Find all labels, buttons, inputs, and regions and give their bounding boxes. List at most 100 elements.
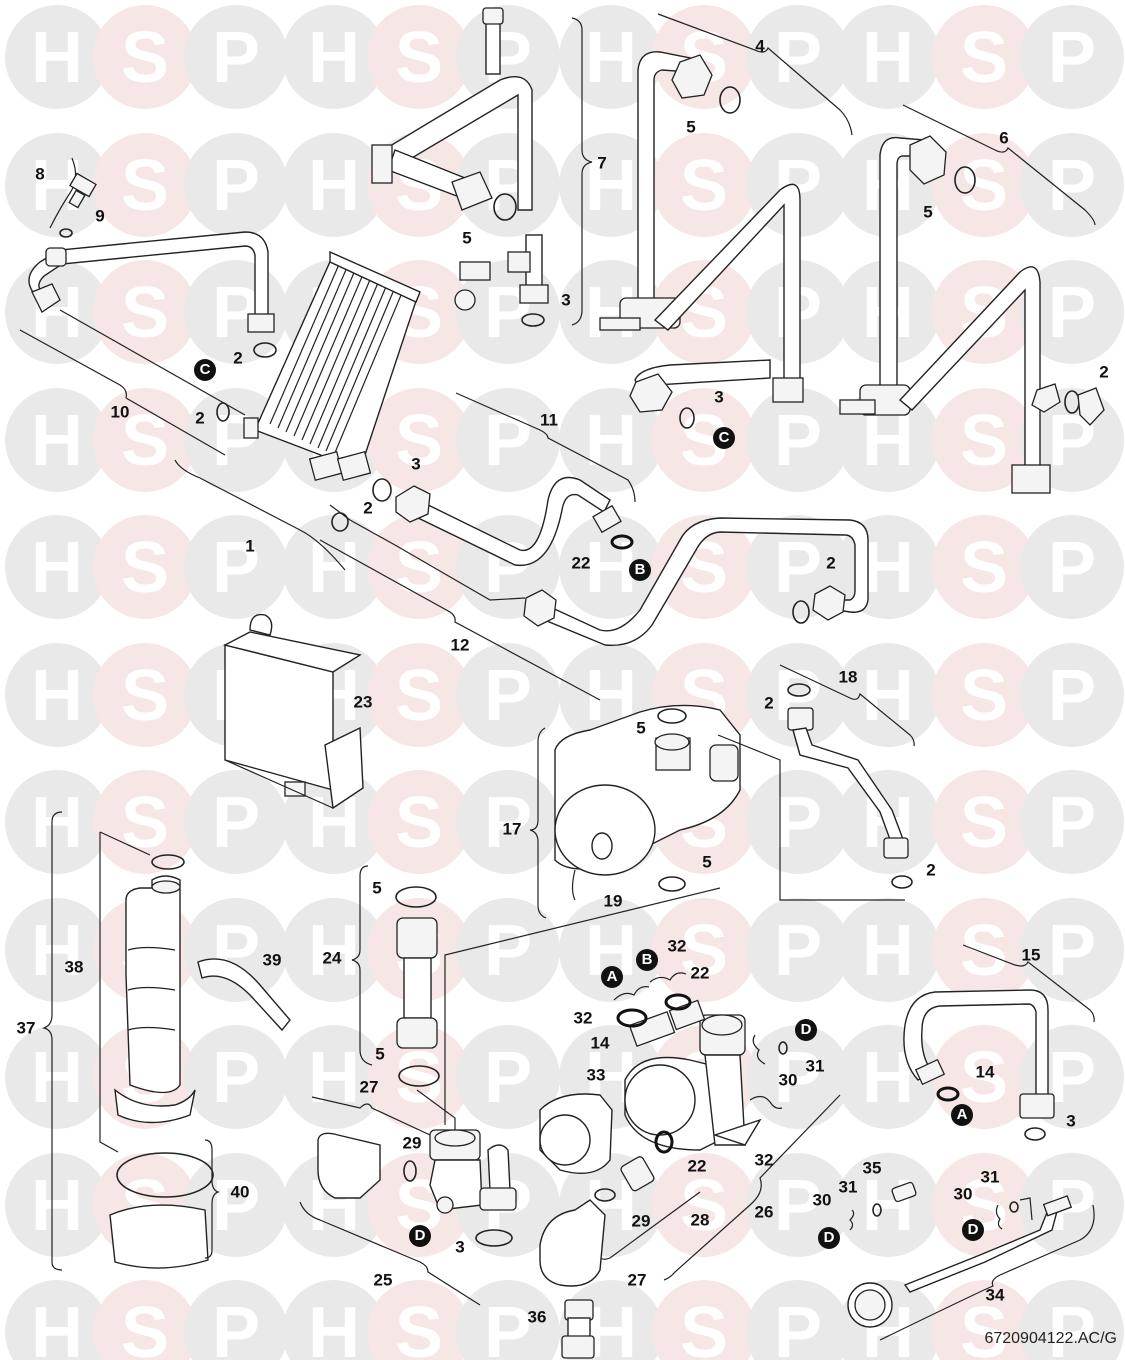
- callout-label: 28: [690, 1210, 710, 1230]
- svg-text:P: P: [212, 1166, 260, 1246]
- callout-label: 3: [714, 387, 724, 407]
- callout-label: 34: [985, 1285, 1005, 1305]
- svg-text:H: H: [585, 401, 637, 481]
- callout-label: 29: [402, 1133, 422, 1153]
- watermark-badge-p: P: [1020, 515, 1124, 619]
- watermark-badge-h: H: [5, 1280, 109, 1360]
- svg-text:H: H: [31, 911, 83, 991]
- callout-label: 24: [322, 948, 342, 968]
- svg-text:S: S: [960, 1038, 1008, 1118]
- callout-label: 10: [110, 402, 130, 422]
- callout-label: 2: [926, 860, 936, 880]
- watermark-badge-h: H: [282, 5, 386, 109]
- svg-text:H: H: [308, 1293, 360, 1360]
- watermark-badge-h: H: [5, 515, 109, 619]
- svg-text:P: P: [212, 528, 260, 608]
- watermark-badge-h: H: [5, 1025, 109, 1129]
- watermark-badge-h: H: [5, 1153, 109, 1257]
- callout-label: 2: [195, 408, 205, 428]
- watermark-badge-h: H: [836, 1153, 940, 1257]
- watermark-badge-p: P: [184, 515, 288, 619]
- callout-label: 17: [502, 819, 522, 839]
- svg-text:H: H: [31, 528, 83, 608]
- watermark-badge-s: S: [367, 643, 471, 747]
- callout-label: 7: [597, 153, 607, 173]
- watermark-badge-h: H: [5, 898, 109, 1002]
- watermark-badge-s: S: [652, 260, 756, 364]
- svg-text:P: P: [774, 1038, 822, 1118]
- watermark-badge-p: P: [1020, 643, 1124, 747]
- svg-text:H: H: [308, 18, 360, 98]
- svg-text:S: S: [680, 911, 728, 991]
- watermark-badge-p: P: [746, 898, 850, 1002]
- callout-label: 36: [527, 1307, 547, 1327]
- callout-label: 5: [686, 117, 696, 137]
- watermark-badge-h: H: [5, 770, 109, 874]
- callout-label: 9: [95, 206, 105, 226]
- callout-label: 8: [35, 164, 45, 184]
- svg-text:P: P: [1048, 656, 1096, 736]
- watermark-badge-p: P: [456, 1280, 560, 1360]
- svg-text:P: P: [774, 528, 822, 608]
- callout-label: 3: [455, 1237, 465, 1257]
- svg-text:H: H: [862, 911, 914, 991]
- svg-text:P: P: [484, 401, 532, 481]
- callout-label: 3: [411, 454, 421, 474]
- svg-text:P: P: [212, 146, 260, 226]
- pipe-part-12: [319, 504, 869, 701]
- svg-text:H: H: [308, 146, 360, 226]
- drawing-reference-code: 6720904122.AC/G: [984, 1330, 1117, 1347]
- watermark-badge-s: S: [652, 515, 756, 619]
- watermark-badge-s: S: [93, 5, 197, 109]
- svg-text:S: S: [960, 401, 1008, 481]
- watermark-badge-h: H: [282, 1280, 386, 1360]
- svg-text:H: H: [31, 273, 83, 353]
- svg-text:P: P: [774, 911, 822, 991]
- watermark-badge-p: P: [456, 898, 560, 1002]
- callout-label: 33: [586, 1065, 606, 1085]
- callout-label: 22: [687, 1156, 707, 1176]
- callout-label: 31: [805, 1056, 825, 1076]
- svg-text:P: P: [774, 1293, 822, 1360]
- svg-text:S: S: [395, 18, 443, 98]
- svg-text:S: S: [121, 528, 169, 608]
- svg-text:P: P: [484, 911, 532, 991]
- pipe-part-7: [371, 7, 593, 327]
- connection-marker-c: C: [713, 427, 735, 449]
- callout-label: 14: [975, 1062, 995, 1082]
- callout-label: 30: [778, 1070, 798, 1090]
- callout-label: 18: [838, 667, 858, 687]
- watermark-badge-h: H: [282, 133, 386, 237]
- watermark-badge-p: P: [456, 1025, 560, 1129]
- callout-label: 2: [1099, 362, 1109, 382]
- watermark-badge-h: H: [836, 5, 940, 109]
- temperature-sensor-part-8: [49, 157, 97, 238]
- pipe-part-6: [839, 104, 1105, 494]
- watermark-badge-p: P: [746, 1280, 850, 1360]
- svg-text:S: S: [960, 528, 1008, 608]
- watermark-badge-p: P: [184, 1153, 288, 1257]
- svg-text:P: P: [774, 1166, 822, 1246]
- svg-text:S: S: [680, 1166, 728, 1246]
- svg-text:P: P: [212, 273, 260, 353]
- svg-text:P: P: [774, 783, 822, 863]
- watermark-badge-p: P: [746, 388, 850, 492]
- svg-text:H: H: [862, 18, 914, 98]
- svg-text:H: H: [862, 528, 914, 608]
- sensor-and-clips-part-34: [847, 1181, 1095, 1341]
- watermark-badge-h: H: [5, 388, 109, 492]
- fittings-group-part-25: [299, 887, 721, 1359]
- watermark-badge-h: H: [282, 515, 386, 619]
- watermark-badge-s: S: [652, 898, 756, 1002]
- svg-text:H: H: [585, 18, 637, 98]
- callout-label: 5: [462, 228, 472, 248]
- callout-label: 22: [690, 963, 710, 983]
- pump-part-17: [529, 704, 905, 919]
- svg-text:S: S: [960, 656, 1008, 736]
- svg-text:H: H: [31, 401, 83, 481]
- watermark-badge-s: S: [652, 1280, 756, 1360]
- svg-text:S: S: [960, 146, 1008, 226]
- diverter-valve-part-26: [539, 972, 841, 1281]
- watermark-badge-p: P: [184, 1025, 288, 1129]
- svg-text:S: S: [395, 783, 443, 863]
